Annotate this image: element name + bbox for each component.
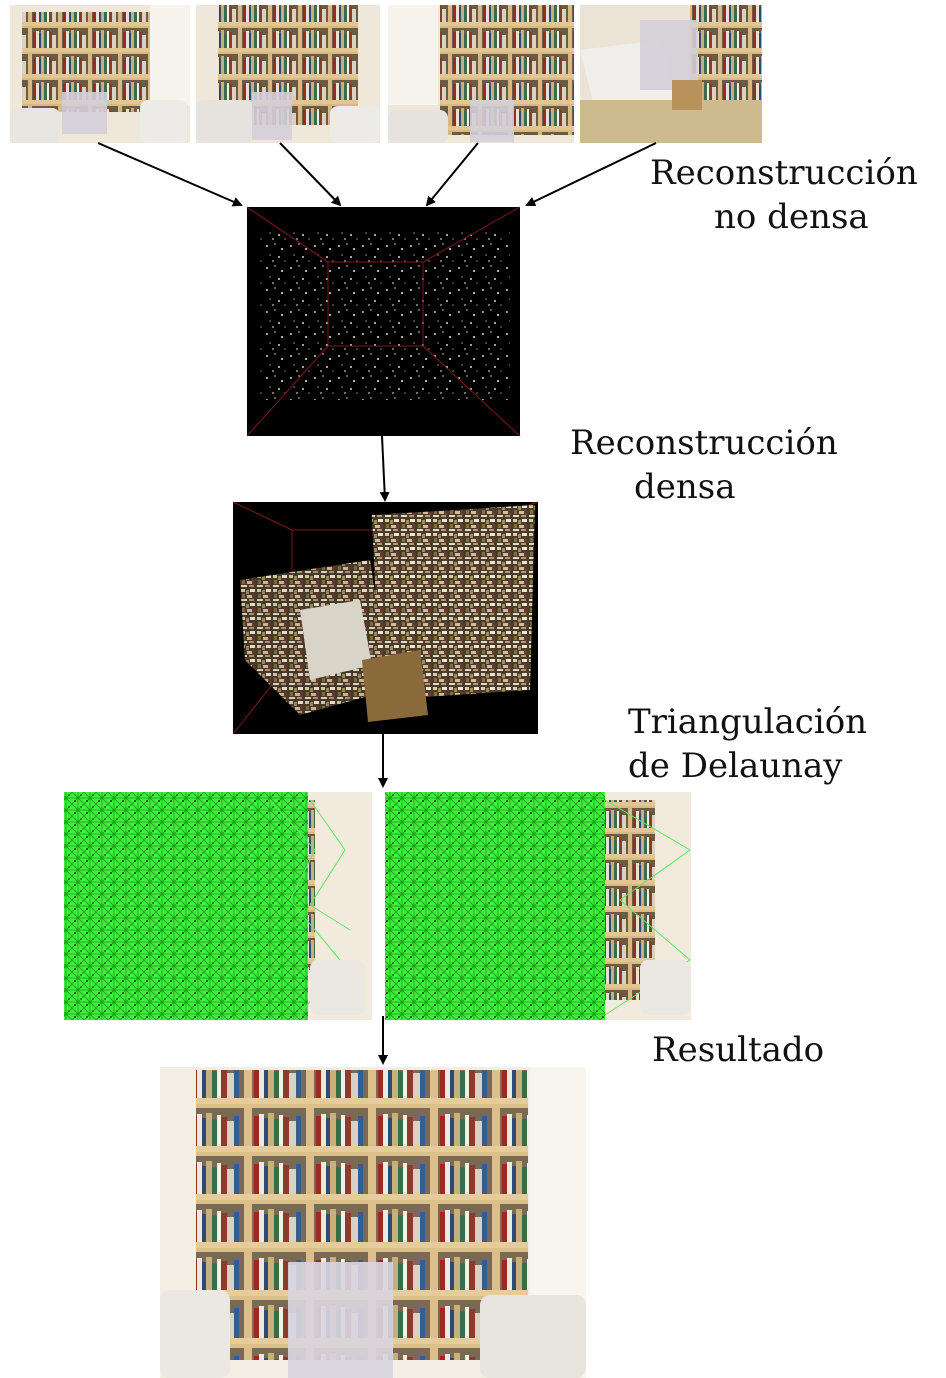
- delaunay-label-line-1: Triangulación: [628, 702, 868, 742]
- dense-point-cloud: [232, 501, 539, 735]
- input-photo-3: [388, 5, 574, 143]
- input-photo-4: [580, 5, 762, 143]
- input-photo-2: [196, 5, 380, 143]
- sparse-label-line-2: no densa: [714, 197, 869, 237]
- delaunay-label-line-2: de Delaunay: [628, 746, 843, 786]
- delaunay-mesh-right: [385, 792, 691, 1020]
- sparse-reconstruction-label: Reconstrucción no densa: [650, 151, 918, 239]
- sparse-point-cloud: [246, 206, 521, 437]
- result-render: [160, 1067, 586, 1378]
- delaunay-label: Triangulación de Delaunay: [628, 700, 867, 788]
- sparse-label-line-1: Reconstrucción: [650, 153, 918, 193]
- arrow-sparse-to-dense: [379, 435, 390, 502]
- arrow-input-to-sparse: [97, 142, 657, 207]
- dense-label-line-1: Reconstrucción: [570, 423, 838, 463]
- dense-label-line-2: densa: [634, 467, 736, 507]
- delaunay-mesh-left: [64, 792, 372, 1020]
- input-photo-1: [10, 5, 190, 143]
- result-label: Resultado: [652, 1028, 824, 1072]
- dense-reconstruction-label: Reconstrucción densa: [570, 421, 838, 509]
- result-label-line-1: Resultado: [652, 1030, 825, 1070]
